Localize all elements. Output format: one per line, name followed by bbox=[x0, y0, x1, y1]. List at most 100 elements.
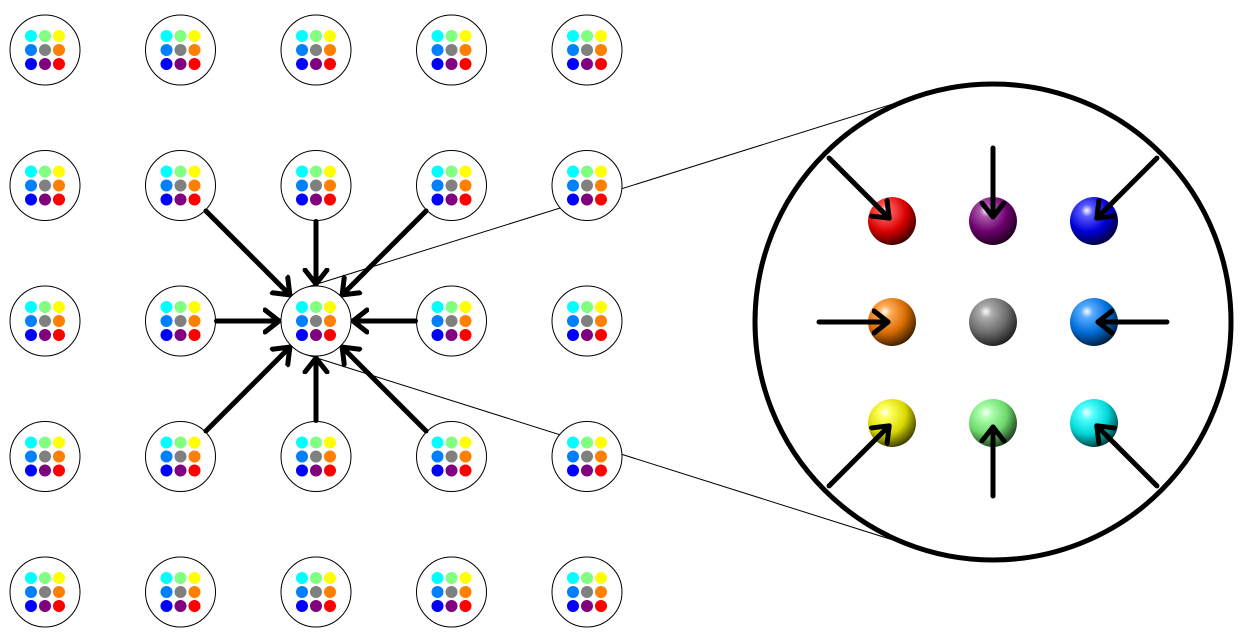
purple-dot bbox=[310, 58, 322, 70]
azure-dot bbox=[25, 450, 37, 463]
gray-dot bbox=[310, 450, 322, 463]
grid-cell-r2-c3 bbox=[416, 285, 487, 357]
purple-dot bbox=[310, 600, 322, 612]
light-green-dot bbox=[39, 436, 51, 449]
inset-arrow-top-left bbox=[826, 155, 892, 221]
yellow-dot bbox=[53, 165, 65, 178]
purple-dot bbox=[445, 329, 458, 341]
gray-dot bbox=[174, 179, 187, 192]
gray-dot bbox=[310, 179, 322, 192]
light-green-dot bbox=[174, 165, 187, 178]
azure-dot bbox=[160, 179, 173, 192]
azure-dot bbox=[25, 179, 37, 192]
light-green-dot bbox=[39, 572, 51, 584]
gray-dot bbox=[445, 450, 458, 463]
arrow-from-top-right bbox=[339, 208, 429, 298]
blue-dot bbox=[567, 58, 579, 70]
yellow-dot bbox=[459, 572, 472, 584]
red-dot bbox=[459, 193, 472, 206]
yellow-dot bbox=[53, 301, 65, 313]
red-dot bbox=[595, 464, 607, 477]
grid-cell-r0-c1 bbox=[145, 14, 216, 86]
purple-dot bbox=[581, 464, 593, 477]
light-green-dot bbox=[39, 301, 51, 313]
grid-cell-r3-c0 bbox=[9, 421, 81, 492]
grid-cell-r1-c2 bbox=[280, 150, 352, 221]
grid-cell-r1-c3 bbox=[416, 150, 487, 221]
azure-dot bbox=[431, 450, 444, 463]
purple-dot bbox=[581, 600, 593, 612]
red-dot bbox=[459, 464, 472, 477]
orange-dot bbox=[188, 450, 201, 463]
orange-dot bbox=[459, 179, 472, 192]
yellow-dot bbox=[459, 301, 472, 313]
orange-dot bbox=[53, 450, 65, 463]
azure-dot bbox=[296, 179, 308, 192]
grid-cell-r3-c4 bbox=[551, 421, 623, 492]
blue-dot bbox=[431, 58, 444, 70]
grid-cell-r3-c3 bbox=[416, 421, 487, 492]
cyan-dot bbox=[431, 301, 444, 313]
red-dot bbox=[595, 58, 607, 70]
blue-dot bbox=[160, 464, 173, 477]
azure-dot bbox=[431, 44, 444, 56]
blue-dot bbox=[25, 600, 37, 612]
gray-dot bbox=[581, 179, 593, 192]
azure-dot bbox=[567, 44, 579, 56]
cyan-dot bbox=[431, 165, 444, 178]
cyan-dot bbox=[567, 165, 579, 178]
yellow-dot bbox=[188, 30, 201, 42]
cyan-dot bbox=[25, 30, 37, 42]
cyan-dot bbox=[160, 436, 173, 449]
yellow-dot bbox=[188, 301, 201, 313]
gray-dot bbox=[310, 315, 322, 327]
yellow-dot bbox=[53, 436, 65, 449]
gray-dot bbox=[39, 44, 51, 56]
yellow-dot bbox=[188, 436, 201, 449]
red-dot bbox=[459, 58, 472, 70]
cyan-dot bbox=[567, 436, 579, 449]
red-dot bbox=[459, 329, 472, 341]
orange-dot bbox=[188, 44, 201, 56]
azure-dot bbox=[25, 315, 37, 327]
orange-dot bbox=[595, 179, 607, 192]
yellow-dot bbox=[595, 165, 607, 178]
red-dot bbox=[324, 600, 336, 612]
azure-dot bbox=[296, 450, 308, 463]
blue-dot bbox=[25, 193, 37, 206]
orange-dot bbox=[459, 450, 472, 463]
orange-dot bbox=[595, 315, 607, 327]
gray-dot bbox=[445, 179, 458, 192]
cyan-dot bbox=[431, 572, 444, 584]
cyan-dot bbox=[296, 572, 308, 584]
cyan-dot bbox=[296, 436, 308, 449]
grid-cell-r3-c2 bbox=[280, 421, 352, 492]
gray-dot bbox=[174, 450, 187, 463]
purple-dot bbox=[39, 329, 51, 341]
light-green-dot bbox=[310, 436, 322, 449]
inset-arrow-bottom-left bbox=[826, 423, 892, 489]
grid-cell-r1-c4 bbox=[551, 150, 623, 221]
red-dot bbox=[324, 329, 336, 341]
light-green-dot bbox=[581, 436, 593, 449]
purple-dot bbox=[310, 193, 322, 206]
cyan-dot bbox=[25, 165, 37, 178]
purple-dot bbox=[445, 464, 458, 477]
cyan-dot bbox=[431, 436, 444, 449]
cyan-dot bbox=[160, 30, 173, 42]
red-dot bbox=[595, 600, 607, 612]
blue-dot bbox=[296, 464, 308, 477]
blue-dot bbox=[296, 193, 308, 206]
purple-dot bbox=[445, 600, 458, 612]
light-green-dot bbox=[310, 572, 322, 584]
arrow-from-top-left bbox=[203, 208, 293, 298]
red-dot bbox=[188, 58, 201, 70]
gray-dot bbox=[581, 315, 593, 327]
yellow-dot bbox=[188, 165, 201, 178]
red-dot bbox=[459, 600, 472, 612]
orange-dot bbox=[595, 450, 607, 463]
light-green-dot bbox=[581, 572, 593, 584]
gray-dot bbox=[445, 315, 458, 327]
purple-dot bbox=[39, 193, 51, 206]
azure-dot bbox=[296, 315, 308, 327]
